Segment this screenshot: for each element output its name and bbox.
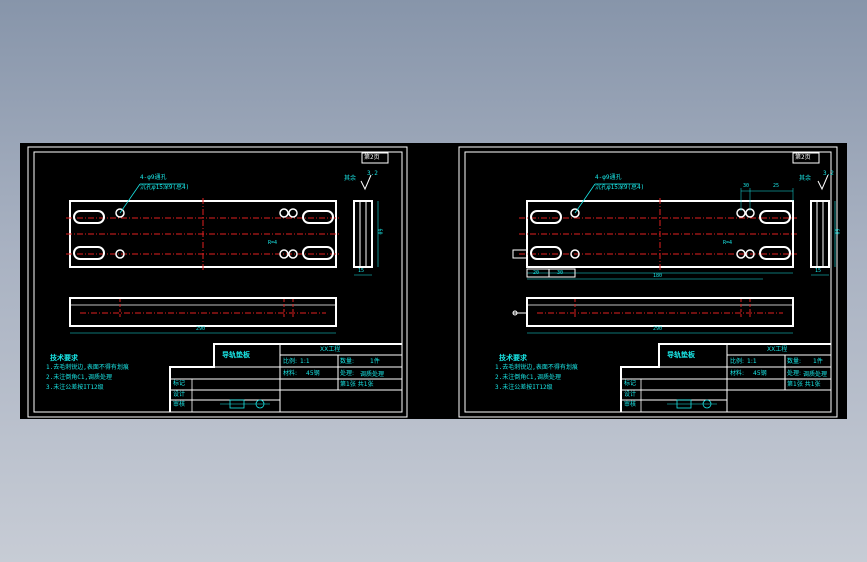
- roughness-value: 3.2: [367, 170, 378, 177]
- outer-frame: [458, 146, 838, 418]
- tb-treatment-value: 调质处理: [803, 371, 828, 378]
- slot-bottom-left: [73, 246, 105, 260]
- tb-company: XX工程: [767, 346, 788, 353]
- tb-drawing-name: 导轨垫板: [667, 351, 695, 359]
- hole-5: [279, 249, 289, 259]
- dim-width: 60: [833, 228, 840, 235]
- slot-top-right: [759, 210, 791, 224]
- tb-rev-row-1: 标记: [173, 380, 186, 387]
- tb-scale-label: 比例:: [730, 358, 745, 365]
- chamfer-note: R=4: [723, 240, 733, 246]
- dim-thick: 15: [815, 268, 822, 274]
- tb-material-label: 材料:: [730, 370, 745, 377]
- tb-treatment-label: 处理:: [787, 370, 802, 377]
- plate-side-view: [810, 200, 830, 268]
- tb-rev-row-3: 审核: [173, 401, 186, 408]
- hole-1: [115, 208, 125, 218]
- notes-title: 技术要求: [499, 354, 527, 362]
- slot-top-right: [302, 210, 334, 224]
- dim-bottom-2: 30: [557, 270, 564, 276]
- tb-qty-label: 数量:: [340, 358, 355, 365]
- roughness-symbol: [360, 174, 372, 191]
- chamfer-note: R=4: [268, 240, 278, 246]
- tb-treatment-label: 处理:: [340, 370, 355, 377]
- roughness-label: 其余: [344, 175, 357, 182]
- tb-material-label: 材料:: [283, 370, 298, 377]
- dim-length: 290: [196, 326, 206, 332]
- dim-length: 290: [653, 326, 663, 332]
- hole-note-line1: 4-φ9通孔: [595, 174, 622, 181]
- hole-3: [279, 208, 289, 218]
- tb-company: XX工程: [320, 346, 341, 353]
- sheet-left-graphics: [27, 146, 408, 418]
- note-3: 3.未注公差按IT12级: [495, 384, 553, 391]
- dim-bottom-1: 20: [533, 270, 540, 276]
- plate-side-view: [353, 200, 373, 268]
- tb-scale-label: 比例:: [283, 358, 298, 365]
- tb-qty-label: 数量:: [787, 358, 802, 365]
- corner-tag-box: [361, 152, 389, 164]
- dim-top-1: 30: [743, 183, 750, 189]
- tb-rev-row-1: 标记: [624, 380, 637, 387]
- pin-stub: [512, 249, 528, 259]
- corner-tag-box: [792, 152, 820, 164]
- hole-2: [115, 249, 125, 259]
- hole-note-line2: 沉孔φ15深9(总4): [140, 184, 190, 191]
- tb-treatment-value: 调质处理: [360, 371, 385, 378]
- tb-sheet-no: 第1张 共1张: [787, 381, 821, 388]
- tb-scale-value: 1:1: [747, 358, 757, 365]
- tb-rev-row-2: 设计: [173, 391, 186, 398]
- corner-tag: 第2页: [364, 154, 380, 161]
- tb-qty-value: 1件: [370, 358, 380, 365]
- tb-material-value: 45钢: [753, 370, 767, 377]
- note-3: 3.未注公差按IT12级: [46, 384, 104, 391]
- dim-top-2: 25: [773, 183, 780, 189]
- hole-6: [288, 249, 298, 259]
- hole-note-leader: [119, 183, 141, 214]
- tb-rev-row-2: 设计: [624, 391, 637, 398]
- inner-frame: [33, 151, 403, 413]
- corner-tag: 第2页: [795, 154, 811, 161]
- note-2: 2.未注倒角C1,调质处理: [46, 374, 113, 381]
- tb-qty-value: 1件: [813, 358, 823, 365]
- note-2: 2.未注倒角C1,调质处理: [495, 374, 562, 381]
- roughness-value: 3.2: [823, 170, 834, 177]
- slot-bottom-right: [759, 246, 791, 260]
- tb-material-value: 45钢: [306, 370, 320, 377]
- dim-thick: 15: [358, 268, 365, 274]
- notes-title: 技术要求: [50, 354, 78, 362]
- cad-model-viewport[interactable]: 第2页 其余 3.2 4-φ9通孔 沉孔φ15深9(总4) R=4 60 15 …: [20, 143, 847, 419]
- note-1: 1.去毛刺锐边,表面不得有划痕: [495, 364, 578, 371]
- tb-scale-value: 1:1: [300, 358, 310, 365]
- outer-frame: [27, 146, 408, 418]
- slot-top-left: [530, 210, 562, 224]
- title-block-outline: [169, 343, 402, 412]
- roughness-label: 其余: [799, 175, 812, 182]
- hole-4: [288, 208, 298, 218]
- plate-top-view: [526, 297, 794, 327]
- hole-note-line1: 4-φ9通孔: [140, 174, 167, 181]
- slot-bottom-left: [530, 246, 562, 260]
- slot-bottom-right: [302, 246, 334, 260]
- plate-top-view: [69, 297, 337, 327]
- inner-frame: [464, 151, 832, 413]
- drawing-sheet-left[interactable]: 第2页 其余 3.2 4-φ9通孔 沉孔φ15深9(总4) R=4 60 15 …: [20, 143, 410, 419]
- dim-bottom-total: 180: [653, 273, 663, 279]
- tb-sheet-no: 第1张 共1张: [340, 381, 374, 388]
- tb-drawing-name: 导轨垫板: [222, 351, 250, 359]
- dim-width: 60: [376, 228, 383, 235]
- note-1: 1.去毛刺锐边,表面不得有划痕: [46, 364, 129, 371]
- title-block-outline: [620, 343, 831, 412]
- hole-note-line2: 沉孔φ15深9(总4): [595, 184, 645, 191]
- sheet-right-graphics: [458, 146, 838, 418]
- tb-rev-row-3: 审核: [624, 401, 637, 408]
- drawing-sheet-right[interactable]: 第2页 其余 3.2 4-φ9通孔 沉孔φ15深9(总4) R=4 30 25 …: [457, 143, 847, 419]
- slot-top-left: [73, 210, 105, 224]
